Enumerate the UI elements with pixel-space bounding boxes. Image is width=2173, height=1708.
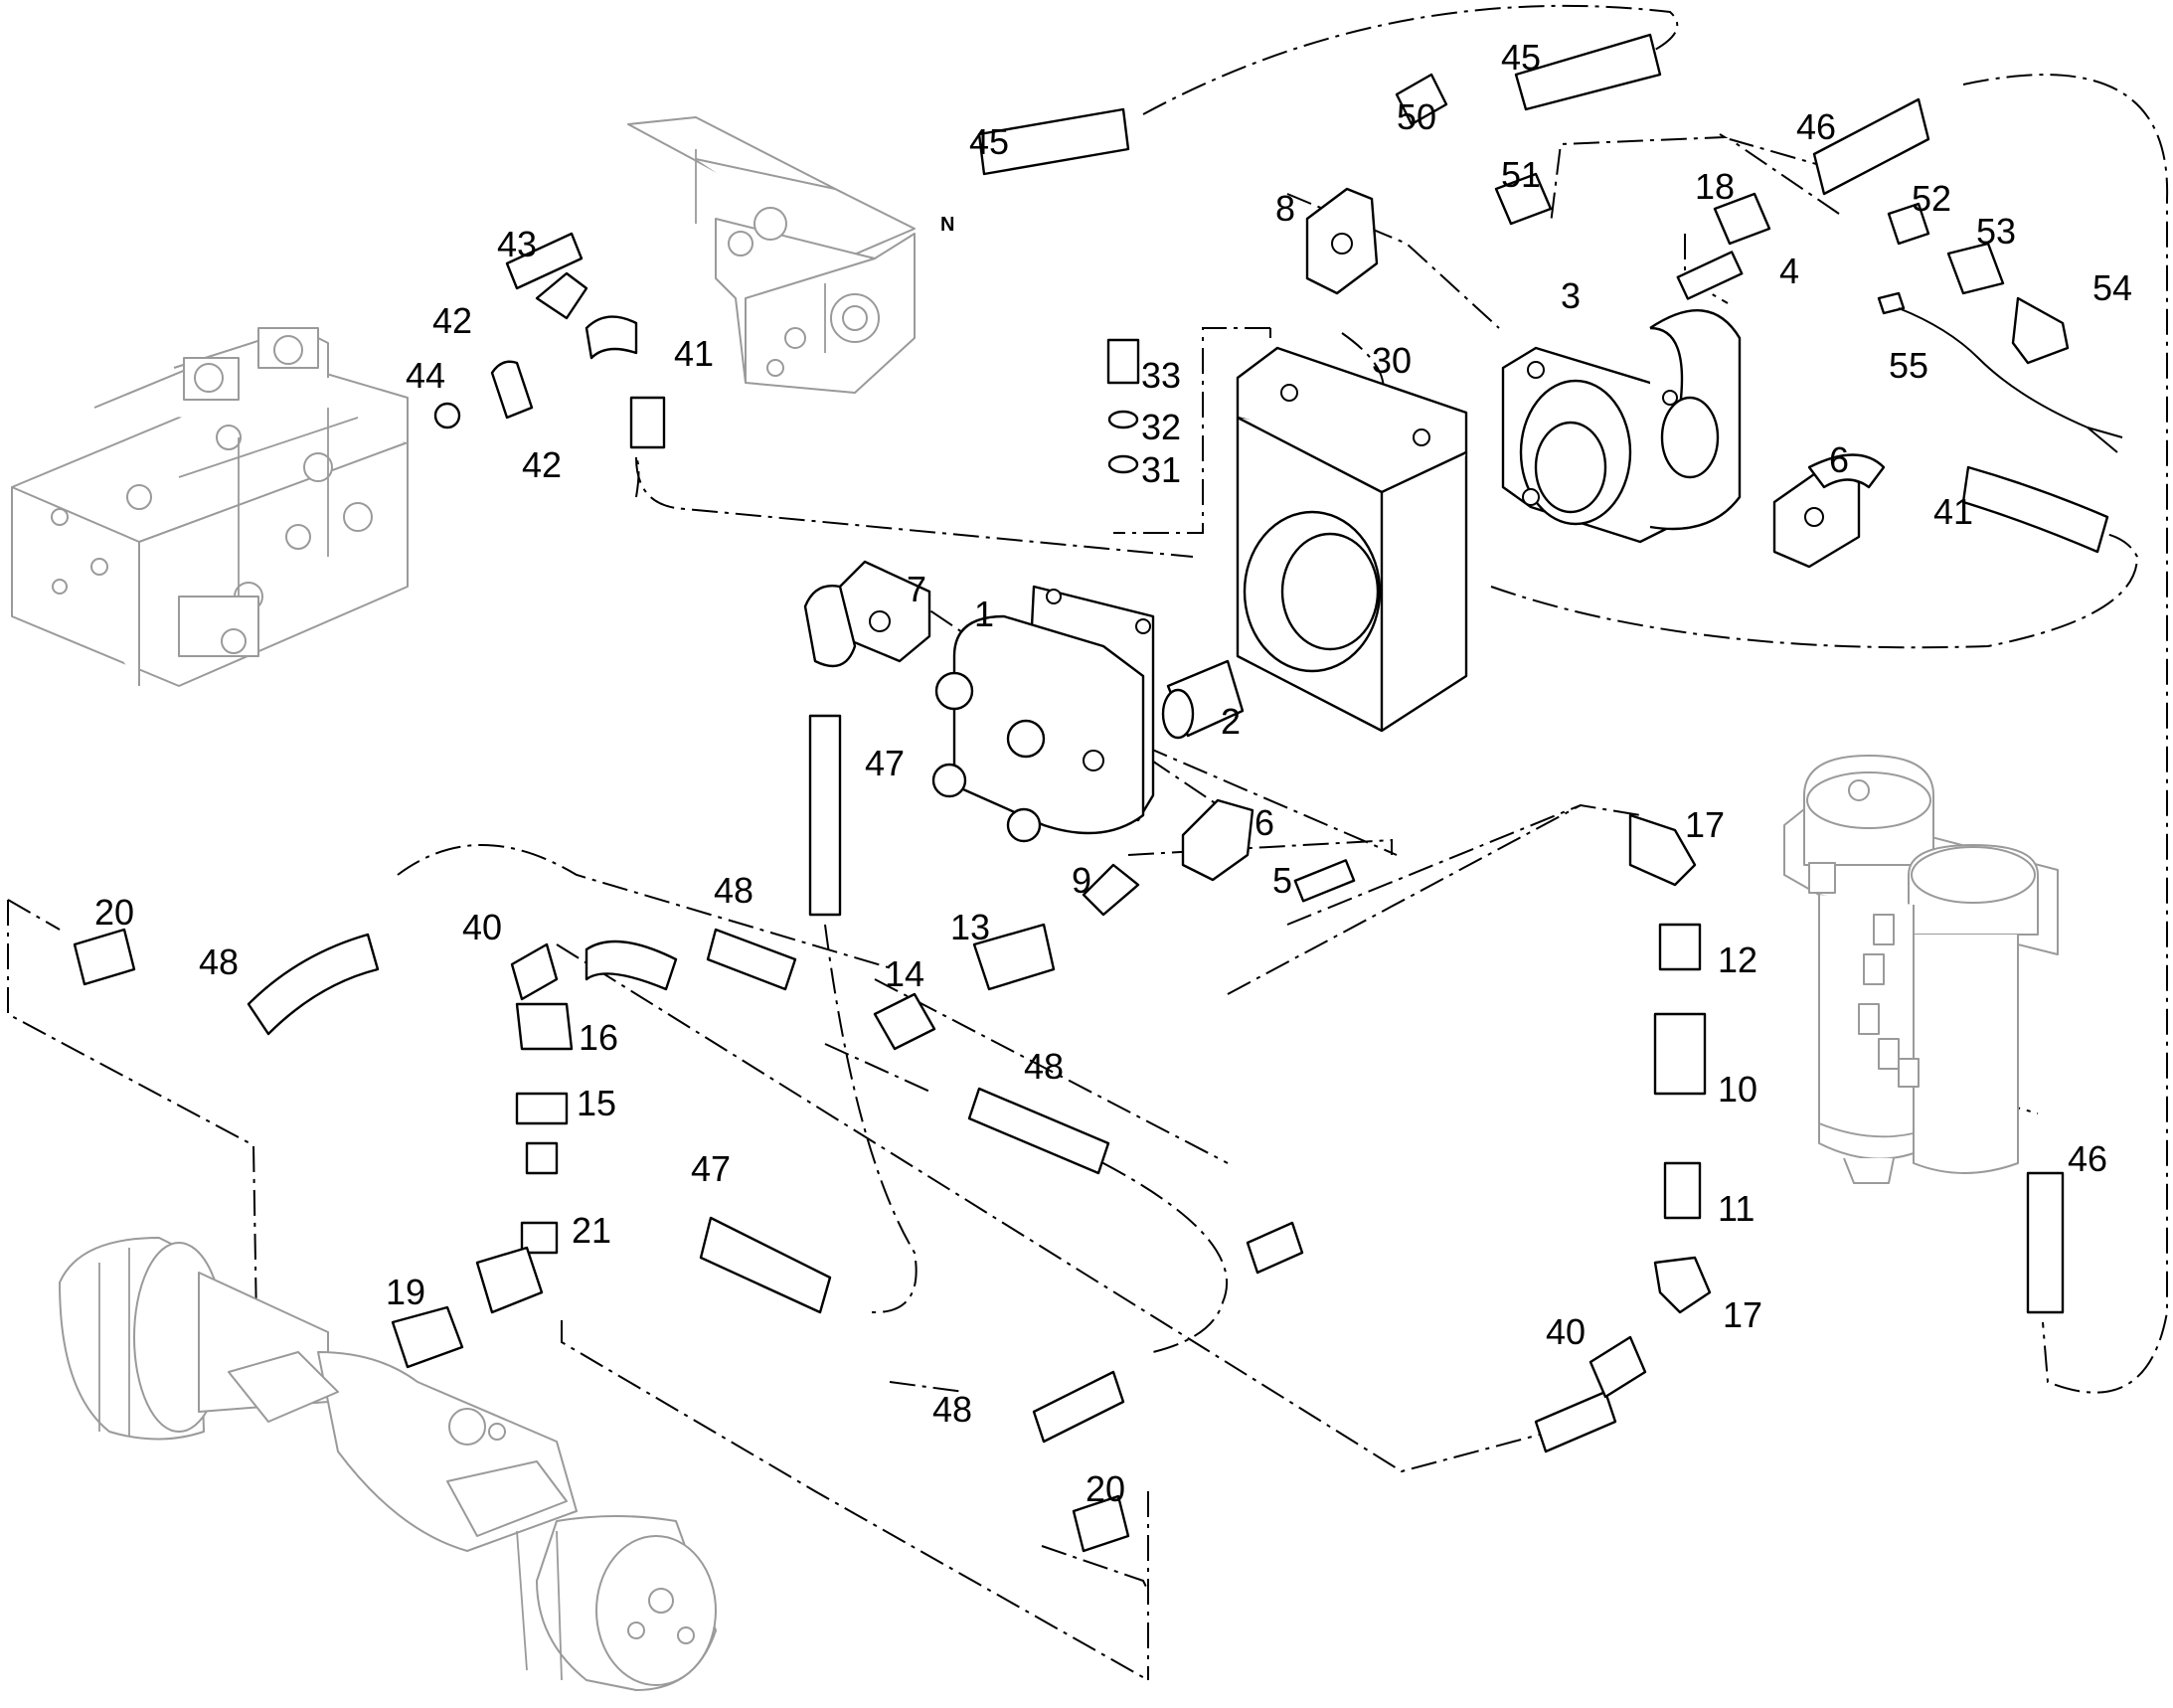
callout-16: 16 xyxy=(579,1017,618,1058)
control-valve-block xyxy=(11,327,409,687)
callout-7: 7 xyxy=(907,569,926,609)
callout-41a: 41 xyxy=(674,333,714,374)
callout-50: 50 xyxy=(1397,96,1436,137)
callout-53: 53 xyxy=(1976,211,2016,252)
hoses xyxy=(247,33,2109,1453)
callout-46b: 46 xyxy=(2068,1138,2107,1179)
callout-45a: 45 xyxy=(969,121,1009,162)
callout-52: 52 xyxy=(1912,178,1951,219)
callout-12: 12 xyxy=(1718,939,1757,980)
callout-32: 32 xyxy=(1141,407,1181,447)
callout-33: 33 xyxy=(1141,355,1181,396)
callout-21: 21 xyxy=(572,1210,611,1251)
callout-48d: 48 xyxy=(932,1389,972,1430)
callout-48b: 48 xyxy=(714,870,753,911)
mounting-flanges xyxy=(1181,187,1861,882)
callout-labels: 1 2 3 4 5 6 6 7 8 9 10 11 12 13 14 15 16… xyxy=(94,37,2132,1509)
callout-55: 55 xyxy=(1889,345,1928,386)
callout-8: 8 xyxy=(1275,188,1295,229)
callout-44: 44 xyxy=(406,355,445,396)
brake-pedal-valve xyxy=(627,116,916,394)
callout-48a: 48 xyxy=(199,941,239,982)
coupling-sleeve xyxy=(1161,659,1245,740)
callout-31: 31 xyxy=(1141,449,1181,490)
callout-19: 19 xyxy=(386,1272,425,1312)
callout-43: 43 xyxy=(497,224,537,264)
callout-20a: 20 xyxy=(94,892,134,933)
callout-46a: 46 xyxy=(1796,106,1836,147)
callout-42b: 42 xyxy=(522,444,562,485)
callout-45b: 45 xyxy=(1501,37,1541,78)
callout-47b: 47 xyxy=(691,1148,731,1189)
hose-end-marker: N xyxy=(940,214,954,236)
callout-47a: 47 xyxy=(865,743,905,783)
elbow-flange xyxy=(803,560,931,668)
callout-20b: 20 xyxy=(1086,1468,1125,1509)
callout-11: 11 xyxy=(1718,1188,1755,1229)
callout-48c: 48 xyxy=(1024,1046,1064,1087)
callout-51: 51 xyxy=(1501,154,1541,195)
callout-40b: 40 xyxy=(1546,1311,1586,1352)
callout-14: 14 xyxy=(885,953,924,994)
callout-54: 54 xyxy=(2092,267,2132,308)
adapter-housing xyxy=(1236,346,1468,733)
callout-18: 18 xyxy=(1695,166,1735,207)
oil-filter-assembly xyxy=(1783,755,2059,1184)
callout-9: 9 xyxy=(1072,860,1091,901)
callout-13: 13 xyxy=(950,907,990,947)
callout-15: 15 xyxy=(577,1083,616,1123)
callout-3: 3 xyxy=(1561,275,1581,316)
fittings xyxy=(73,73,2123,1553)
auxiliary-pump xyxy=(931,585,1155,843)
callout-6b: 6 xyxy=(1254,802,1274,843)
callout-6a: 6 xyxy=(1829,439,1849,480)
callout-4: 4 xyxy=(1779,251,1799,291)
callout-17b: 17 xyxy=(1723,1294,1762,1335)
callout-5: 5 xyxy=(1272,860,1292,901)
callout-30: 30 xyxy=(1372,340,1412,381)
callout-10: 10 xyxy=(1718,1069,1757,1110)
rear-axle xyxy=(59,1237,717,1691)
main-hydraulic-pump xyxy=(1501,309,1742,544)
callout-17a: 17 xyxy=(1685,804,1725,845)
callout-40a: 40 xyxy=(462,907,502,947)
callout-1: 1 xyxy=(974,594,994,634)
callout-2: 2 xyxy=(1221,701,1241,742)
callout-41b: 41 xyxy=(1933,491,1973,532)
callout-42a: 42 xyxy=(432,300,472,341)
